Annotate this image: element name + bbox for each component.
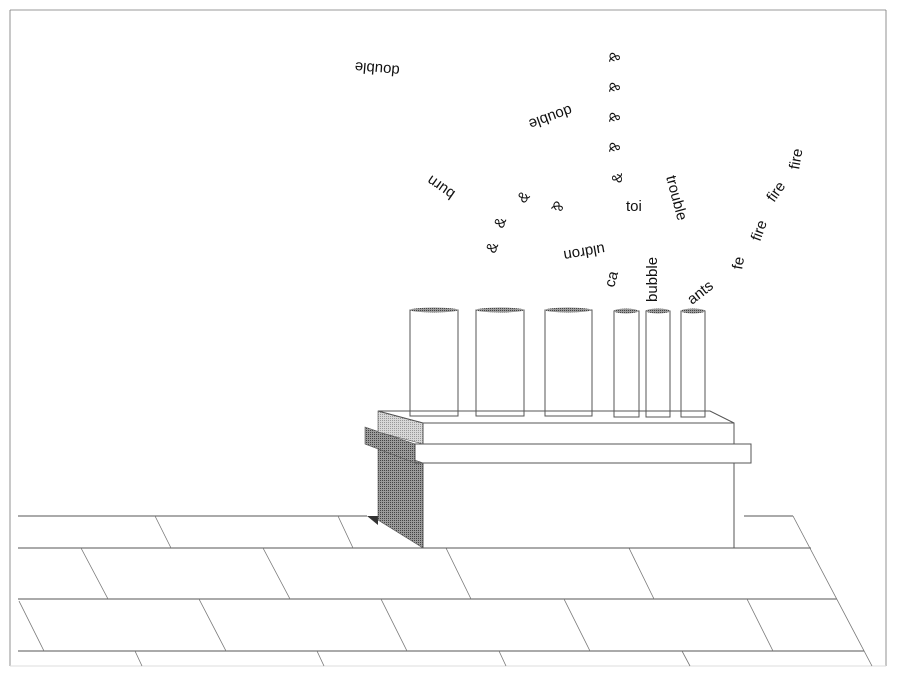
word-amp: &: [483, 240, 502, 255]
word-cauldron-part: ca: [601, 269, 622, 289]
word-fire: fire: [763, 178, 789, 205]
word-amp: &: [605, 142, 623, 153]
word-amp: &: [605, 82, 623, 93]
chimney-pot: [613, 308, 640, 418]
frame: [9, 9, 887, 667]
word-burn: burn: [424, 171, 458, 202]
word-amp: &: [491, 215, 510, 230]
word-double: double: [354, 58, 400, 79]
word-amp: &: [605, 52, 623, 63]
word-double: double: [526, 101, 574, 132]
chimney-pot: [475, 307, 525, 417]
word-bubble: bubble: [644, 257, 661, 302]
word-amp: &: [514, 188, 533, 207]
chimney-pot: [645, 308, 671, 418]
roof-tiles: [18, 515, 873, 667]
chimney-pot: [544, 307, 593, 417]
smoke-words: double double burn & & & & & & & & & ca …: [354, 52, 807, 309]
word-cauldron-part: uldron: [562, 240, 606, 264]
word-amp: &: [548, 198, 568, 215]
chimney-pots: [409, 307, 706, 418]
word-amp: &: [609, 173, 626, 183]
chimney-pot: [680, 308, 706, 418]
word-ants: ants: [684, 277, 717, 308]
chimney-pot: [409, 307, 459, 417]
word-trouble: trouble: [662, 174, 690, 223]
word-fe: fe: [729, 255, 748, 270]
word-fire: fire: [786, 147, 806, 170]
word-fire: fire: [748, 218, 771, 243]
word-toil: toi: [626, 198, 642, 215]
word-amp: &: [605, 112, 623, 123]
chimney: [364, 410, 752, 549]
